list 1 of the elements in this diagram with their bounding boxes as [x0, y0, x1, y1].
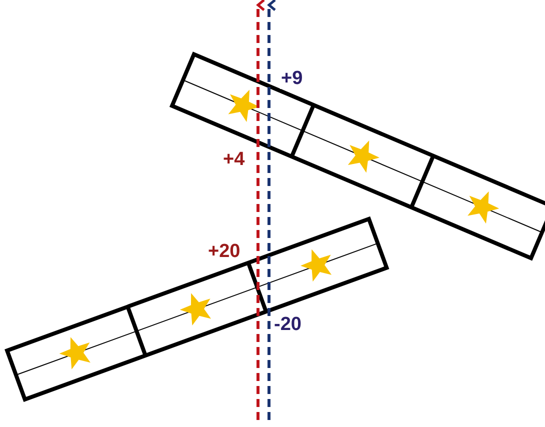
value-label: +9 [280, 69, 304, 89]
